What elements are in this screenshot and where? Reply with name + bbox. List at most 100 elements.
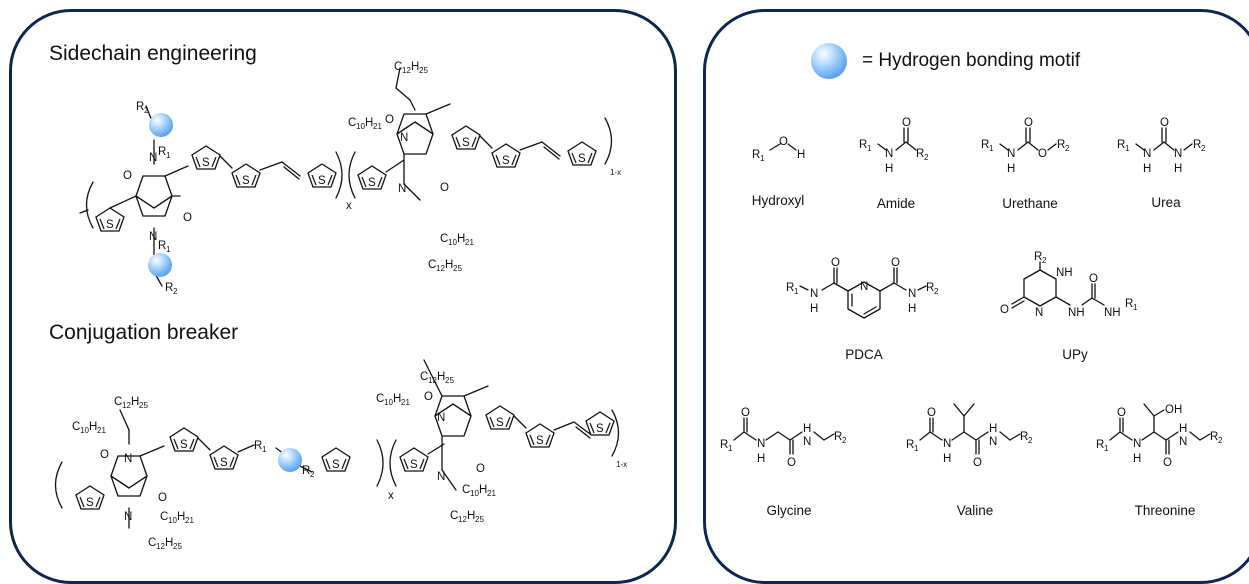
svg-text:H: H <box>479 484 487 496</box>
svg-text:1: 1 <box>867 144 872 153</box>
svg-text:O: O <box>183 212 192 224</box>
hydrogen-bonding-motif-panel <box>703 9 1249 584</box>
svg-text:O: O <box>1000 304 1009 316</box>
svg-text:1: 1 <box>166 151 171 160</box>
svg-text:R: R <box>981 139 989 151</box>
svg-text:2: 2 <box>1042 256 1047 265</box>
svg-text:R: R <box>302 465 310 477</box>
svg-text:C: C <box>376 393 384 405</box>
svg-text:S: S <box>106 219 114 231</box>
svg-text:O: O <box>1089 273 1098 285</box>
svg-text:12: 12 <box>122 401 131 410</box>
motif-caption-upy: UPy <box>1062 347 1088 362</box>
svg-text:N: N <box>810 288 818 300</box>
svg-text:H: H <box>1174 163 1182 175</box>
legend-label: = Hydrogen bonding motif <box>862 50 1081 71</box>
svg-text:25: 25 <box>475 515 484 524</box>
svg-text:N: N <box>398 183 406 195</box>
svg-text:H: H <box>803 423 811 435</box>
svg-text:12: 12 <box>436 264 445 273</box>
svg-text:R: R <box>1210 431 1218 443</box>
svg-text:1: 1 <box>914 444 919 453</box>
svg-text:12: 12 <box>428 376 437 385</box>
svg-text:H: H <box>1143 163 1151 175</box>
svg-text:R: R <box>158 146 166 158</box>
svg-text:1: 1 <box>794 287 799 296</box>
svg-text:O: O <box>902 117 911 129</box>
svg-text:12: 12 <box>458 515 467 524</box>
svg-text:N: N <box>860 281 868 293</box>
svg-text:S: S <box>332 459 340 471</box>
motif-caption-hydroxyl: Hydroxyl <box>751 193 805 208</box>
svg-text:H: H <box>445 259 453 271</box>
hydrogen-bonding-sphere-icon <box>811 43 847 79</box>
svg-text:R: R <box>1096 439 1104 451</box>
svg-text:C: C <box>160 511 168 523</box>
svg-text:S: S <box>242 175 250 187</box>
svg-text:H: H <box>885 163 893 175</box>
hydrogen-bonding-sphere-backbone <box>278 448 302 472</box>
conjugation-breaker-polymer-structure <box>54 359 620 529</box>
svg-text:O: O <box>1117 407 1126 419</box>
svg-text:O: O <box>1038 148 1047 160</box>
svg-text:N: N <box>757 438 765 450</box>
svg-text:21: 21 <box>97 426 106 435</box>
svg-text:1-x: 1-x <box>610 168 621 177</box>
svg-text:1: 1 <box>1125 144 1130 153</box>
svg-text:N: N <box>437 412 445 424</box>
sidechain-polymer-structure <box>79 67 613 287</box>
svg-text:R: R <box>786 282 794 294</box>
motif-caption-pdca: PDCA <box>845 347 883 362</box>
svg-text:R: R <box>1193 139 1201 151</box>
svg-text:O: O <box>158 492 167 504</box>
svg-text:H: H <box>365 117 373 129</box>
svg-text:10: 10 <box>80 426 89 435</box>
svg-text:21: 21 <box>487 489 496 498</box>
svg-text:2: 2 <box>310 470 315 479</box>
svg-text:O: O <box>440 182 449 194</box>
svg-text:N: N <box>149 231 157 243</box>
svg-text:OH: OH <box>1165 404 1182 416</box>
svg-text:C: C <box>148 537 156 549</box>
svg-text:O: O <box>1163 457 1172 469</box>
svg-text:O: O <box>476 463 485 475</box>
svg-text:NH: NH <box>1104 307 1121 319</box>
svg-text:21: 21 <box>373 122 382 131</box>
svg-text:N: N <box>1143 148 1151 160</box>
svg-text:R: R <box>834 431 842 443</box>
svg-text:S: S <box>86 497 94 509</box>
svg-text:2: 2 <box>924 153 929 162</box>
svg-text:H: H <box>943 453 951 465</box>
svg-text:N: N <box>149 152 157 164</box>
svg-text:O: O <box>787 457 796 469</box>
svg-text:1: 1 <box>728 444 733 453</box>
svg-text:C: C <box>450 510 458 522</box>
svg-text:2: 2 <box>1218 436 1223 445</box>
svg-text:N: N <box>437 471 445 483</box>
svg-text:10: 10 <box>356 122 365 131</box>
svg-text:O: O <box>927 407 936 419</box>
svg-text:R: R <box>1125 298 1133 310</box>
svg-text:N: N <box>908 288 916 300</box>
svg-text:C: C <box>420 371 428 383</box>
svg-text:H: H <box>177 511 185 523</box>
svg-text:O: O <box>741 407 750 419</box>
svg-text:H: H <box>437 371 445 383</box>
svg-text:12: 12 <box>402 66 411 75</box>
svg-text:H: H <box>1179 423 1187 435</box>
svg-text:R: R <box>136 101 144 113</box>
svg-text:O: O <box>100 449 109 461</box>
svg-text:N: N <box>124 511 132 523</box>
svg-text:10: 10 <box>448 238 457 247</box>
svg-text:1: 1 <box>1104 444 1109 453</box>
svg-text:S: S <box>578 153 586 165</box>
svg-text:R: R <box>1034 251 1042 263</box>
svg-text:2: 2 <box>144 106 149 115</box>
svg-text:R: R <box>165 282 173 294</box>
svg-text:NH: NH <box>1056 267 1073 279</box>
motif-caption-amide: Amide <box>876 196 916 211</box>
